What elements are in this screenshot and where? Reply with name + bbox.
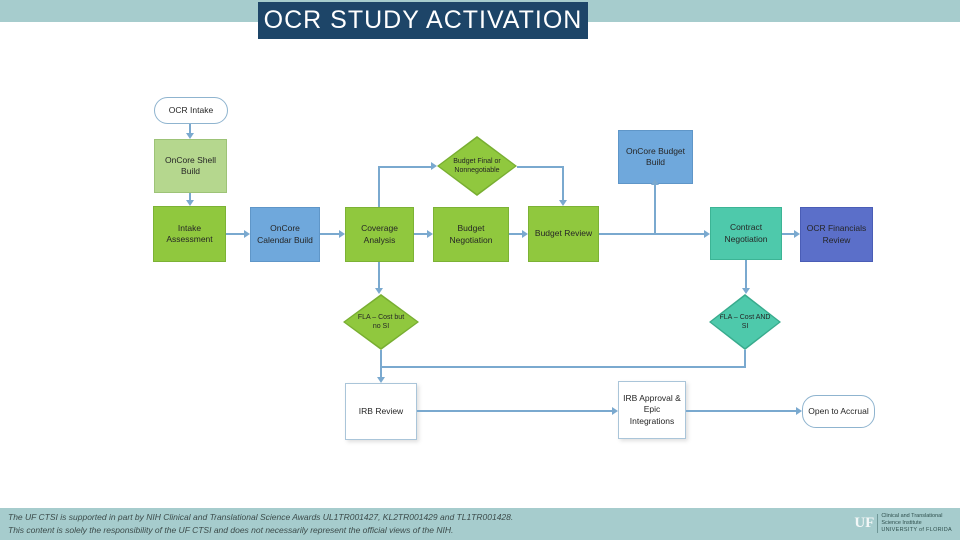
flow-line [517, 166, 564, 168]
footer-strip: The UF CTSI is supported in part by NIH … [0, 508, 960, 540]
node-fla-cost-no-si-decision: FLA – Cost but no SI [343, 294, 419, 350]
flow-line [189, 124, 191, 133]
flow-line [380, 350, 382, 377]
node-budget-negotiation: Budget Negotiation [433, 207, 509, 262]
flow-line [379, 166, 431, 168]
flow-arrow [522, 230, 528, 238]
flow-line [380, 366, 746, 368]
footer-disclaimer: The UF CTSI is supported in part by NIH … [8, 511, 513, 537]
flow-arrow [427, 230, 433, 238]
flow-line [378, 262, 380, 288]
node-fla-cost-and-si-decision: FLA – Cost AND SI [709, 294, 781, 350]
flow-arrow [377, 377, 385, 383]
flow-arrow [704, 230, 710, 238]
flow-arrow [244, 230, 250, 238]
logo-text: Clinical and Translational Science Insti… [881, 513, 952, 534]
uf-logo-mark: UF [854, 514, 875, 531]
flow-line [378, 166, 380, 207]
node-coverage-analysis: Coverage Analysis [345, 207, 414, 262]
flow-line [320, 233, 339, 235]
flow-line [745, 260, 747, 288]
node-intake-assessment: Intake Assessment [153, 206, 226, 262]
flow-line [686, 410, 796, 412]
flow-arrow [431, 162, 437, 170]
node-fla-cost-no-si-label: FLA – Cost but no SI [345, 296, 417, 348]
flow-arrow [794, 230, 800, 238]
flow-line [509, 233, 522, 235]
node-irb-review: IRB Review [345, 383, 417, 440]
logo-org-line-1: Clinical and Translational [881, 513, 943, 519]
flow-arrow [742, 288, 750, 294]
logo-university-line: UNIVERSITY of FLORIDA [881, 526, 952, 533]
uf-ctsi-logo: UF Clinical and Translational Science In… [854, 513, 952, 534]
node-open-to-accrual: Open to Accrual [802, 395, 875, 428]
flow-arrow [612, 407, 618, 415]
page-title: OCR STUDY ACTIVATION [258, 2, 588, 39]
flow-arrow [375, 288, 383, 294]
node-oncore-calendar-build: OnCore Calendar Build [250, 207, 320, 262]
node-oncore-shell-build: OnCore Shell Build [154, 139, 227, 193]
node-irb-approval-epic: IRB Approval & Epic Integrations [618, 381, 686, 439]
node-ocr-financials-review: OCR Financials Review [800, 207, 873, 262]
flow-line [562, 166, 564, 200]
flow-arrow [186, 133, 194, 139]
node-contract-negotiation: Contract Negotiation [710, 207, 782, 260]
flow-line [782, 233, 794, 235]
node-oncore-budget-build: OnCore Budget Build [618, 130, 693, 184]
flow-arrow [651, 179, 659, 185]
node-budget-final-label: Budget Final or Nonnegotiable [439, 138, 515, 194]
flow-arrow [339, 230, 345, 238]
node-budget-review: Budget Review [528, 206, 599, 262]
flow-arrow [796, 407, 802, 415]
flow-line [189, 193, 191, 200]
node-budget-final-decision: Budget Final or Nonnegotiable [437, 136, 517, 196]
flow-line [414, 233, 427, 235]
flow-line [226, 233, 244, 235]
logo-org-line-2: Science Institute [881, 519, 922, 526]
flow-line [744, 350, 746, 367]
logo-divider [877, 513, 879, 533]
flow-line [654, 185, 656, 233]
footer-line-1: The UF CTSI is supported in part by NIH … [8, 512, 514, 522]
flow-arrow [559, 200, 567, 206]
flow-line [417, 410, 612, 412]
flow-line [599, 233, 704, 235]
flow-arrow [186, 200, 194, 206]
node-ocr-intake: OCR Intake [154, 97, 228, 124]
footer-line-2: This content is solely the responsibilit… [8, 524, 454, 535]
node-fla-cost-and-si-label: FLA – Cost AND SI [711, 296, 779, 348]
